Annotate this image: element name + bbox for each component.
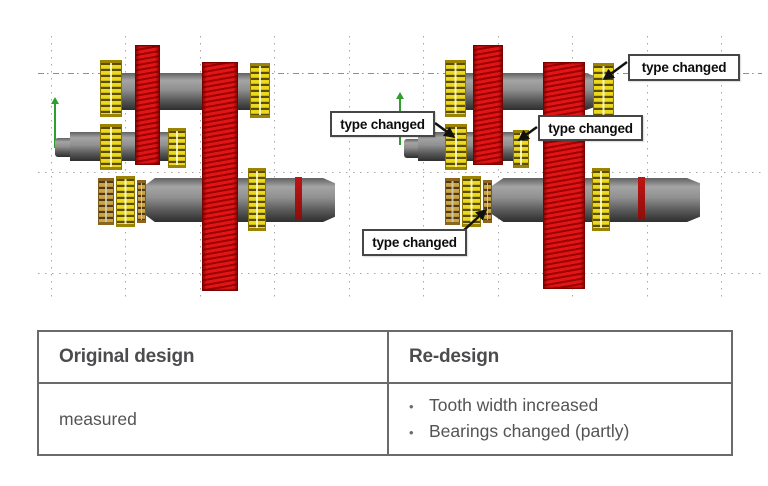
- header-original-design: Original design: [37, 330, 389, 384]
- grid-line: [349, 36, 350, 302]
- shaft-ring: [638, 177, 645, 220]
- bullet-icon: •: [409, 399, 414, 414]
- grid-line: [51, 36, 52, 302]
- gear-stage1: [135, 45, 160, 165]
- bearing: [248, 168, 266, 231]
- intermediate-shaft-stub: [55, 138, 73, 157]
- grid-line: [200, 36, 201, 302]
- bearing: [98, 178, 114, 225]
- grid-line: [498, 36, 499, 302]
- grid-line: [721, 36, 722, 302]
- bearing-changed: [513, 130, 529, 168]
- comparison-table: Original design Re-design measured • Too…: [37, 330, 733, 456]
- cell-redesign: • Tooth width increased • Bearings chang…: [387, 382, 733, 456]
- grid-line: [274, 36, 275, 302]
- bullet-text: Tooth width increased: [429, 395, 599, 415]
- grid-line: [38, 273, 762, 274]
- axis-arrow-icon: [51, 97, 59, 148]
- grid-line: [423, 36, 424, 302]
- bearing: [445, 60, 466, 117]
- bullet-text: Bearings changed (partly): [429, 421, 630, 441]
- bearing: [250, 63, 270, 118]
- bearing: [137, 180, 146, 223]
- bearing: [168, 128, 186, 168]
- callout-type-changed: type changed: [628, 54, 740, 81]
- list-item: • Bearings changed (partly): [409, 419, 731, 445]
- grid-line: [647, 36, 648, 302]
- redesign-bullet-list: • Tooth width increased • Bearings chang…: [409, 393, 731, 445]
- shaft-ring: [295, 177, 302, 220]
- grid-line: [125, 36, 126, 302]
- bullet-icon: •: [409, 425, 414, 440]
- gearbox-diagrams: type changed type changed type changed t…: [38, 36, 762, 302]
- header-redesign: Re-design: [387, 330, 733, 384]
- bearing: [445, 178, 460, 225]
- gear-stage2-widened: [543, 62, 585, 289]
- table-header-row: Original design Re-design: [37, 330, 733, 384]
- gear-stage2: [202, 62, 238, 291]
- gear-stage1-widened: [473, 45, 503, 165]
- list-item: • Tooth width increased: [409, 393, 731, 419]
- bearing: [592, 168, 610, 231]
- bearing-changed: [593, 63, 614, 120]
- bearing: [116, 176, 135, 227]
- grid-centerline: [38, 73, 762, 74]
- table-row: measured • Tooth width increased • Beari…: [37, 382, 733, 456]
- callout-type-changed: type changed: [538, 115, 643, 141]
- bearing: [483, 180, 492, 223]
- callout-type-changed: type changed: [362, 229, 467, 256]
- cell-original-design: measured: [37, 382, 389, 456]
- bearing: [100, 60, 122, 117]
- callout-type-changed: type changed: [330, 111, 435, 137]
- grid-line: [38, 172, 762, 173]
- intermediate-shaft: [70, 132, 182, 161]
- bearing-changed: [445, 124, 467, 170]
- bearing-changed: [462, 176, 481, 227]
- bearing: [100, 124, 122, 170]
- intermediate-shaft-stub: [404, 139, 422, 158]
